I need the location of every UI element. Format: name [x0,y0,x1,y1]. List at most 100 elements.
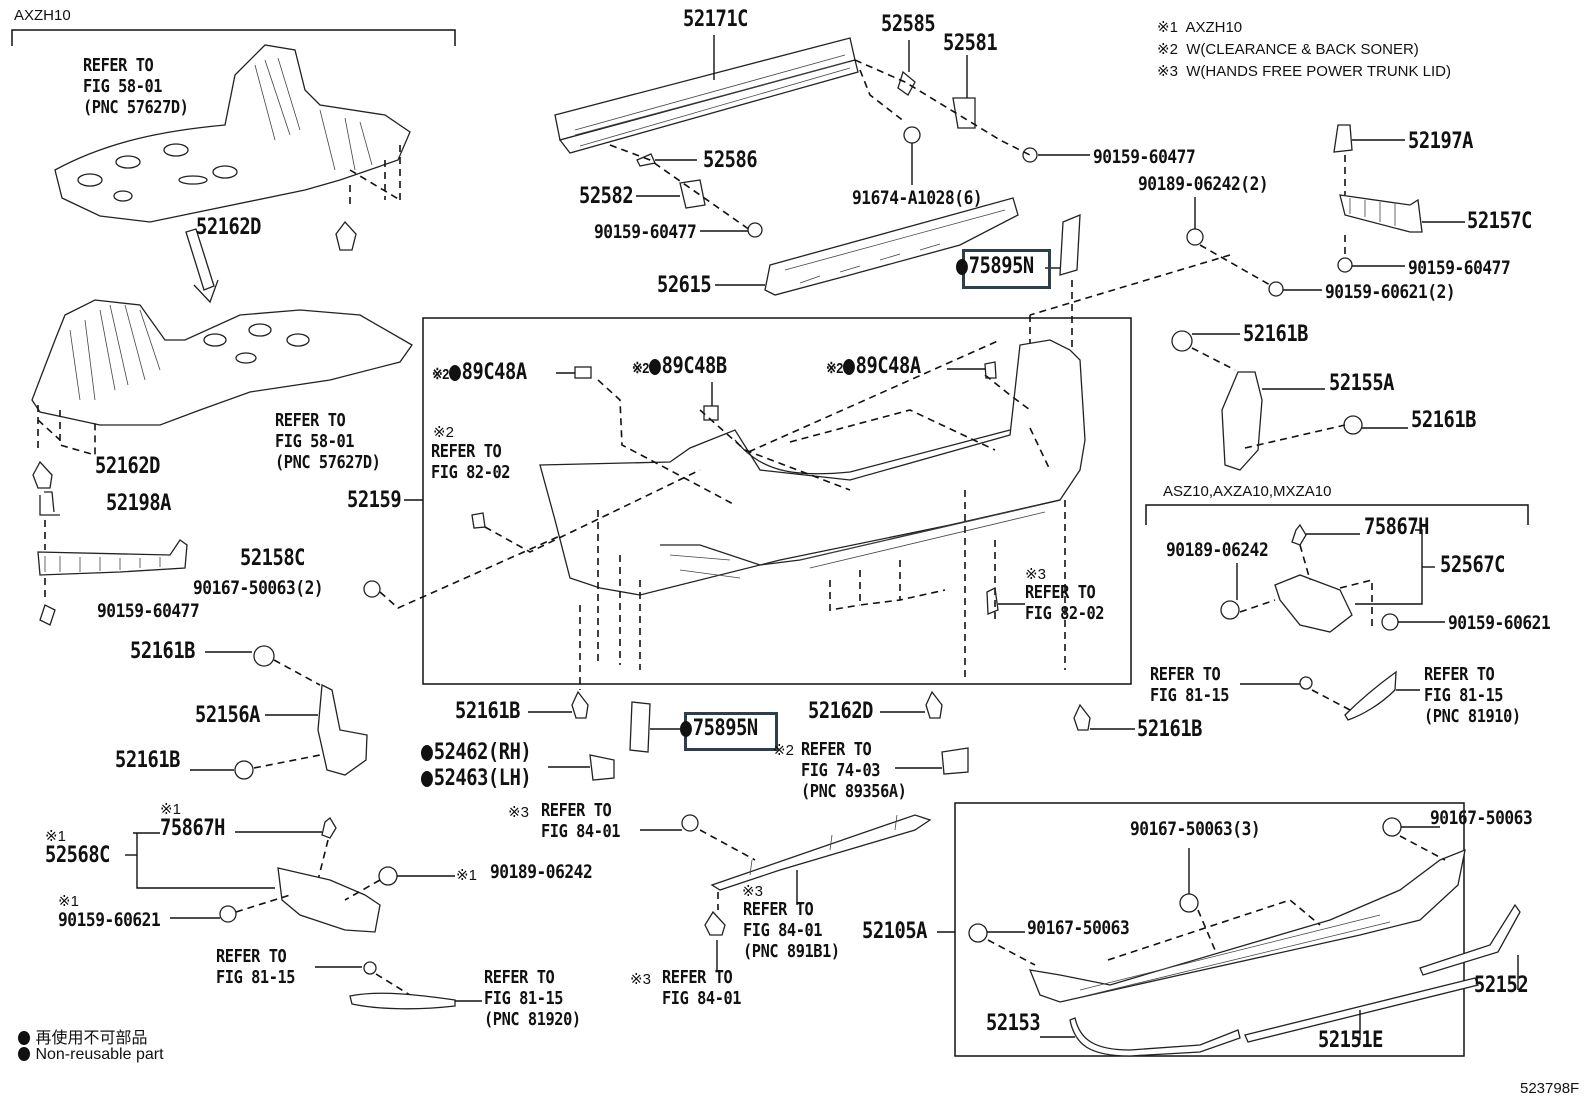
part-52586[interactable]: 52586 [703,148,758,173]
part-52161B-mid[interactable]: 52161B [455,699,521,724]
screw-to-bumper-dash [379,339,1001,609]
part-75867H-right[interactable]: 75867H [1364,515,1430,540]
note-mark: ※1 [1157,19,1178,36]
part-52153[interactable]: 52153 [986,1011,1041,1036]
part-52157C[interactable]: 52157C [1467,209,1533,234]
part-52105A[interactable]: 52105A [862,919,928,944]
part-52568C[interactable]: 52568C [45,843,111,868]
part-90167-50063-3[interactable]: 90167-50063(3) [1130,818,1261,840]
part-52585[interactable]: 52585 [881,12,936,37]
reflector-81910 [1344,670,1397,721]
part-52463-lh[interactable]: 52463(LH) [421,768,532,790]
part-90159-60621-left[interactable]: 90159-60621 [58,909,161,931]
part-90189-06242-right[interactable]: 90189-06242 [1166,539,1269,561]
non-reusable-dot-icon [956,259,968,275]
legend-note-3: ※3 W(HANDS FREE POWER TRUNK LID) [1157,62,1451,80]
mark-1-52568C: ※1 [45,828,66,845]
legend-note-2: ※2 W(CLEARANCE & BACK SONER) [1157,40,1419,58]
mark-2: ※2 [826,360,843,377]
part-52567C[interactable]: 52567C [1440,553,1506,578]
part-52156A[interactable]: 52156A [195,703,261,728]
molding-52151E [1244,977,1479,1043]
bumper-cover-assembly-box [422,317,1132,685]
part-90189-06242-left[interactable]: 90189-06242 [490,861,593,883]
clip-fig84-bottom [704,910,726,936]
sensor-89C48A-left [574,366,592,379]
lower-spoiler-assembly-box [954,802,1465,1057]
reinforcement-dashes [854,59,1031,156]
mark-1-90159: ※1 [58,893,79,910]
part-75867H-left[interactable]: 75867H [160,816,226,841]
clip-52161B-br [1073,703,1091,731]
part-90159-60477-mid[interactable]: 90159-60477 [594,221,697,243]
axzh10-bracket [11,29,456,46]
non-reusable-dot-icon [421,745,433,761]
clip-52161B-l1 [253,645,275,667]
part-52615[interactable]: 52615 [657,273,712,298]
part-52159[interactable]: 52159 [347,488,402,513]
part-90159-60477-top[interactable]: 90159-60477 [1093,146,1196,168]
note-text: W(CLEARANCE & BACK SONER) [1186,41,1419,58]
legend-non-reusable-jp: 再使用不可部品 [18,1024,147,1048]
part-90159-60621-right[interactable]: 90159-60621 [1448,612,1551,634]
clip-52197A [1333,124,1353,153]
part-90159-60621-2[interactable]: 90159-60621(2) [1325,281,1456,303]
part-52161B-l1[interactable]: 52161B [130,639,196,664]
part-52151E[interactable]: 52151E [1318,1028,1384,1053]
part-90189-06242-2[interactable]: 90189-06242(2) [1138,173,1269,195]
part-52162D-top[interactable]: 52162D [196,215,262,240]
part-52582[interactable]: 52582 [579,184,634,209]
part-52161B-br[interactable]: 52161B [1137,717,1203,742]
non-reusable-dot-icon [18,1031,30,1045]
retainer-52567C [1274,574,1353,633]
part-75895N-top[interactable]: 75895N [956,256,1034,278]
nut-90189-06242-right [1220,600,1240,620]
part-90167-50063-ml[interactable]: 90167-50063 [1027,917,1130,939]
part-52158C[interactable]: 52158C [240,546,306,571]
screw-90159-60477-right [1337,257,1353,273]
part-52462-rh[interactable]: 52462(RH) [421,742,532,764]
part-52162D-left[interactable]: 52162D [95,454,161,479]
bumper-cover-52159 [539,339,1086,596]
part-52155A[interactable]: 52155A [1329,371,1395,396]
part-52152[interactable]: 52152 [1474,973,1529,998]
mark-2-fig82-left: ※2 [433,424,454,441]
retainer-52156A [317,683,368,776]
part-52162D-mid[interactable]: 52162D [808,699,874,724]
part-90159-60477-left[interactable]: 90159-60477 [97,600,200,622]
part-52171C[interactable]: 52171C [683,7,749,32]
screw-90167-50063 [363,580,381,598]
mark-1-75867H: ※1 [160,801,181,818]
clip-fig81-left [363,961,377,975]
part-90167-50063-2[interactable]: 90167-50063(2) [193,577,324,599]
part-52581[interactable]: 52581 [943,31,998,56]
note-text: AXZH10 [1185,19,1243,36]
part-91674-A1028[interactable]: 91674-A1028(6) [852,187,983,209]
part-52161B-l2[interactable]: 52161B [115,748,181,773]
part-75895N-mid[interactable]: 75895N [680,718,758,740]
part-52198A[interactable]: 52198A [106,491,172,516]
clip-52162D-top [335,220,357,251]
part-52161B-r2[interactable]: 52161B [1411,408,1477,433]
part-52197A[interactable]: 52197A [1408,129,1474,154]
part-90159-60477-right[interactable]: 90159-60477 [1408,257,1511,279]
part-90167-50063-tr[interactable]: 90167-50063 [1430,807,1533,829]
clip-52162D-mid [925,690,943,719]
part-52161B-r1[interactable]: 52161B [1243,322,1309,347]
